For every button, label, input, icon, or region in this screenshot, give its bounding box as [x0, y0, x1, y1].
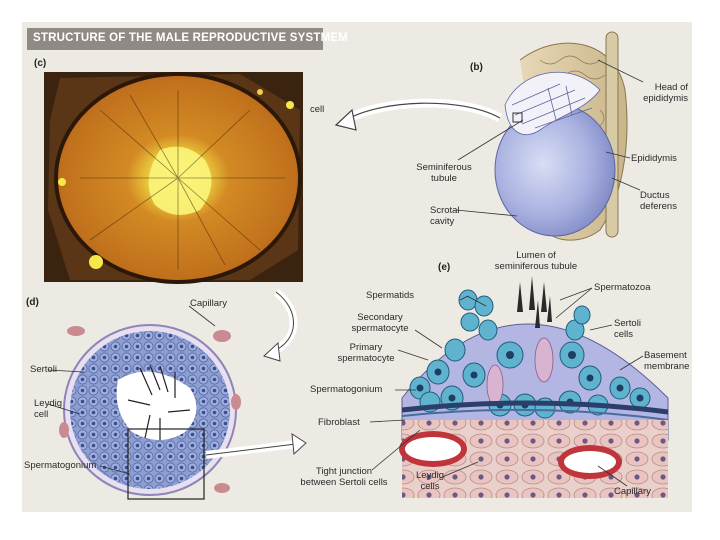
label-capillary-e: Capillary [614, 486, 651, 497]
panel-letter-c: (c) [34, 58, 47, 69]
cells-e [409, 289, 651, 419]
panel-letter-e: (e) [438, 262, 451, 273]
label-epididymis: Epididymis [631, 153, 677, 164]
label-sertoli-d: Sertoli [30, 364, 57, 375]
micrograph-panel-c [44, 72, 303, 284]
sperm-tails [127, 364, 191, 440]
leader-lines [47, 59, 644, 487]
panel-letter-b: (b) [470, 62, 483, 73]
testis-illustration-panel-b [494, 31, 628, 241]
label-spermatogonium-e: Spermatogonium [310, 384, 383, 395]
label-spermatids: Spermatids [366, 290, 415, 301]
arrow-b-to-c [343, 98, 503, 124]
label-capillary-d: Capillary [190, 298, 227, 309]
panel-letter-d: (d) [26, 297, 39, 308]
radial-streaks [80, 90, 285, 270]
tubule-cross-section-panel-d [59, 324, 241, 500]
spermatozoa-e [517, 276, 552, 328]
epithelium-detail-panel-e [399, 276, 669, 498]
capillaries-e [399, 431, 622, 479]
label-cell: cell [310, 104, 325, 115]
label-spermatogonium-d: Spermatogonium [24, 460, 97, 471]
arrow-b-to-c-head [334, 108, 357, 131]
slide-title: STRUCTURE OF THE MALE REPRODUCTIVE SYSTM… [33, 32, 349, 44]
label-fibroblast: Fibroblast [318, 417, 360, 428]
capillaries-d [59, 326, 241, 493]
title-bar: STRUCTURE OF THE MALE REPRODUCTIVE SYSTM… [27, 28, 348, 50]
arrow-c-to-d [270, 288, 298, 356]
label-spermatozoa: Spermatozoa [594, 282, 651, 293]
